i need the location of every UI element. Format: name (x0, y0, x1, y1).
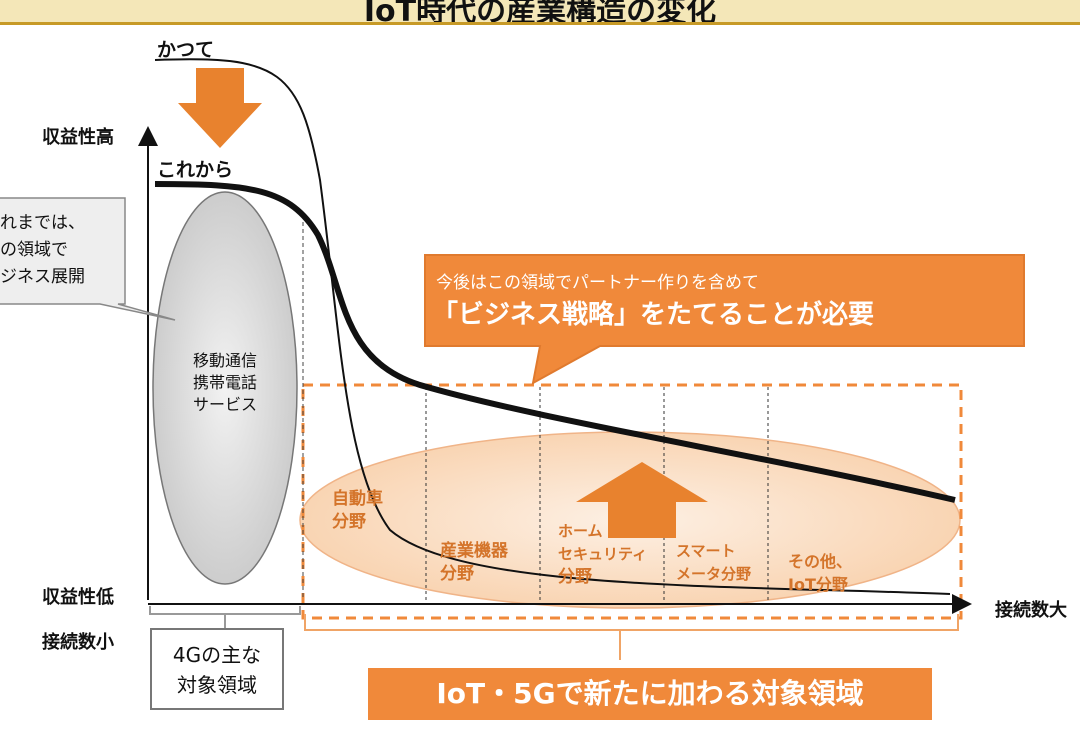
mobile-area-oval (152, 191, 298, 585)
segment-home-security-line2: セキュリティ (558, 545, 648, 563)
segment-home-security-line3: 分野 (558, 567, 592, 587)
segment-industrial-line1: 産業機器 (440, 541, 508, 561)
down-arrow-icon (178, 68, 262, 148)
past-curve (154, 58, 951, 595)
segment-home-security: ホーム セキュリティ 分野 (558, 520, 647, 589)
segment-home-security-line1: ホーム (558, 522, 603, 540)
profit-high-label: 収益性高 (42, 127, 114, 148)
segment-automotive: 自動車 分野 (332, 488, 383, 534)
new-area-dashed-box (301, 383, 963, 620)
left-callout-line1: れまでは、 (0, 213, 85, 233)
left-callout-line2: の領域で (0, 240, 68, 260)
left-callout-line3: ジネス展開 (0, 267, 85, 287)
up-arrow-icon (576, 462, 708, 538)
segment-other-iot: その他、 IoT分野 (788, 550, 852, 596)
iot-5g-banner: IoT・5Gで新たに加わる対象領域 (368, 668, 932, 720)
segment-smart-meter: スマート メータ分野 (676, 540, 751, 586)
segment-automotive-line2: 分野 (332, 512, 366, 532)
mobile-area-line1: 移動通信 (192, 351, 257, 370)
bracket-iot (304, 614, 959, 660)
orange-callout-line1: 今後はこの領域でパートナー作りを含めて (436, 273, 759, 293)
past-label: かつて (157, 39, 215, 61)
orange-callout-shape (424, 254, 1025, 385)
orange-callout-line2: 「ビジネス戦略」をたてることが必要 (432, 300, 875, 330)
page-title: IoT時代の産業構造の変化 (363, 0, 717, 25)
segment-industrial: 産業機器 分野 (440, 540, 508, 586)
profit-low-label: 収益性低 (42, 587, 114, 608)
segment-other-iot-line1: その他、 (788, 552, 853, 571)
box-4g-line2: 対象領域 (177, 673, 257, 697)
segment-smart-meter-line1: スマート (676, 542, 736, 560)
left-callout-shape (0, 197, 176, 321)
mobile-area-text: 移動通信 携帯電話 サービス (150, 350, 300, 416)
segment-other-iot-line2: IoT分野 (788, 575, 848, 594)
box-4g: 4Gの主な 対象領域 (150, 628, 284, 710)
left-callout-text: れまでは、 の領域で ジネス展開 (0, 210, 125, 291)
bracket-4g (149, 606, 301, 630)
connections-large-label: 接続数大 (995, 600, 1067, 621)
segment-industrial-line2: 分野 (440, 564, 474, 584)
segment-automotive-line1: 自動車 (332, 489, 383, 509)
segment-smart-meter-line2: メータ分野 (676, 565, 752, 583)
future-label: これから (157, 159, 234, 181)
connections-small-label: 接続数小 (42, 632, 114, 653)
mobile-area-line3: サービス (192, 395, 257, 414)
mobile-area-line2: 携帯電話 (192, 373, 257, 392)
future-curve (154, 181, 956, 503)
title-bar: IoT時代の産業構造の変化 (0, 0, 1080, 25)
box-4g-line1: 4Gの主な (172, 643, 262, 667)
